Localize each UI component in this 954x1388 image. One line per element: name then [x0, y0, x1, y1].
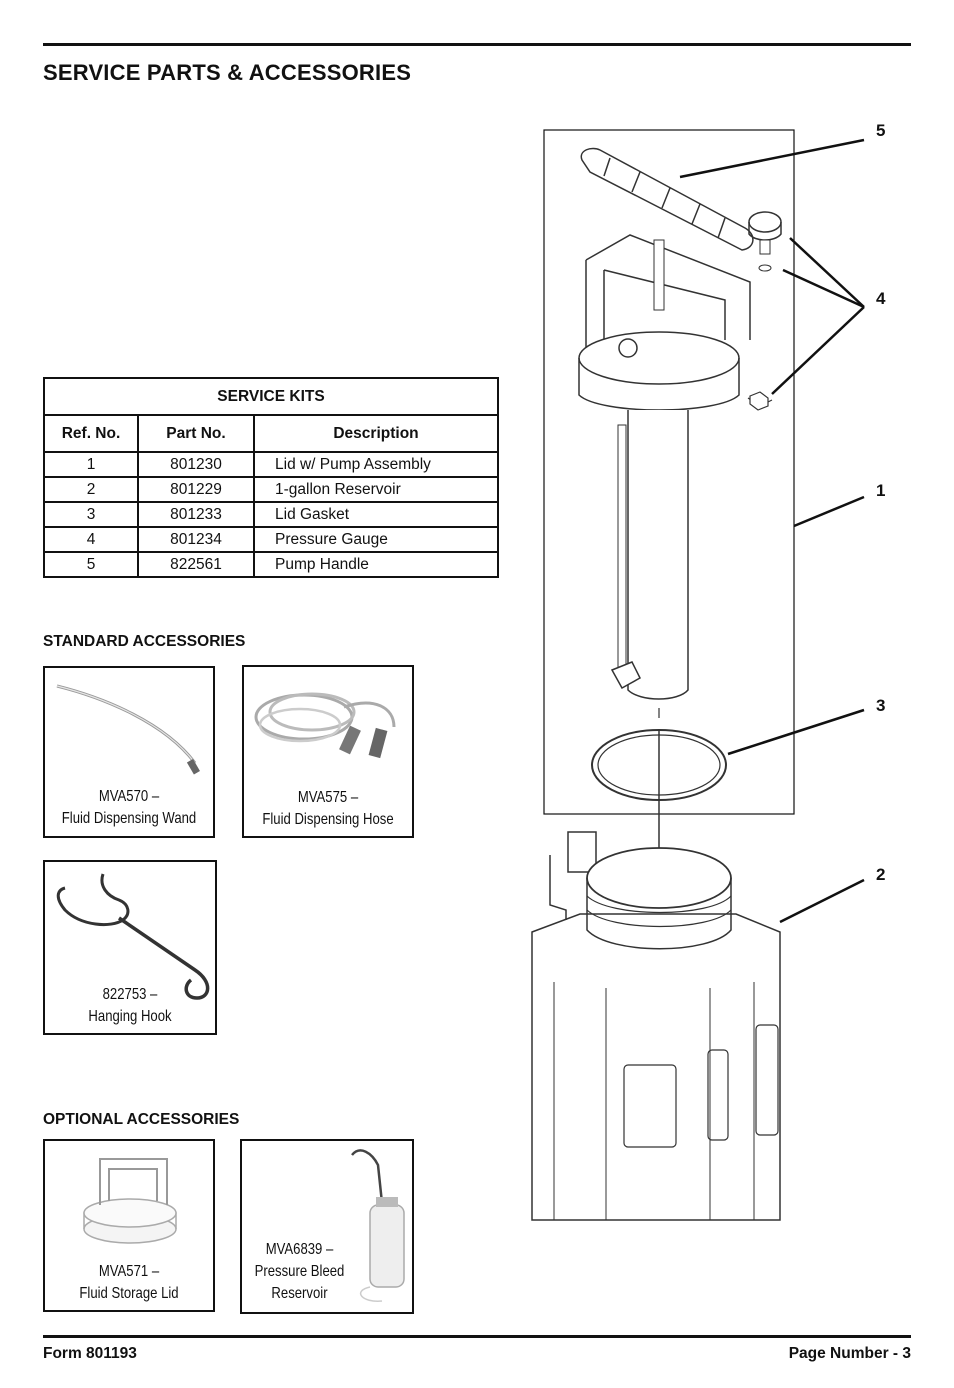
callout-1: 1 [876, 481, 886, 500]
cell-part: 801233 [137, 501, 255, 528]
accessory-card-wand: MVA570 – Fluid Dispensing Wand [43, 666, 215, 838]
cell-part: 801234 [137, 526, 255, 553]
callout-5: 5 [876, 121, 886, 140]
optional-accessories-label: OPTIONAL ACCESSORIES [43, 1111, 240, 1128]
reservoir-drawing [586, 847, 732, 909]
cell-description: Pump Handle [253, 551, 499, 578]
page-number: Page Number - 3 [788, 1345, 911, 1362]
accessory-caption-line1: MVA6839 – [265, 1241, 334, 1258]
cell-part: 822561 [137, 551, 255, 578]
exploded-parts-diagram [531, 129, 865, 1221]
lid-drawing [578, 331, 740, 385]
cell-part: 801229 [137, 476, 255, 503]
service-kits-table: SERVICE KITS Ref. No. Part No. Descripti… [43, 377, 499, 578]
accessory-card-bleed-reservoir: MVA6839 – Pressure Bleed Reservoir [240, 1139, 414, 1314]
column-header-part: Part No. [137, 414, 255, 453]
pump-handle-drawing [580, 147, 754, 251]
hanging-hook-image [56, 873, 210, 1000]
column-header-description: Description [253, 414, 499, 453]
cell-ref: 1 [43, 451, 139, 478]
accessory-card-hose: MVA575 – Fluid Dispensing Hose [242, 665, 414, 838]
pressure-gauge-drawing [748, 211, 782, 233]
table-row: 4 801234 Pressure Gauge [43, 526, 499, 553]
cell-description: Lid w/ Pump Assembly [253, 451, 499, 478]
accessory-caption-line2: Hanging Hook [88, 1008, 172, 1025]
callout-4: 4 [876, 289, 886, 308]
lid-assembly-frame [543, 129, 795, 815]
accessory-caption-line1: MVA570 – [98, 788, 160, 805]
bleed-reservoir-image [351, 1149, 405, 1302]
table-row: 2 801229 1-gallon Reservoir [43, 476, 499, 503]
accessory-caption-line2: Fluid Dispensing Hose [262, 811, 394, 828]
page-title: SERVICE PARTS & ACCESSORIES [43, 60, 412, 85]
cell-ref: 3 [43, 501, 139, 528]
accessory-caption-line3: Reservoir [271, 1285, 328, 1302]
cell-description: Pressure Gauge [253, 526, 499, 553]
storage-lid-image [83, 1158, 177, 1244]
table-row: 3 801233 Lid Gasket [43, 501, 499, 528]
callout-2: 2 [876, 865, 886, 884]
cell-ref: 4 [43, 526, 139, 553]
accessory-caption-line1: MVA575 – [297, 789, 359, 806]
callout-3: 3 [876, 696, 886, 715]
column-header-ref: Ref. No. [43, 414, 139, 453]
dispensing-wand-image [56, 684, 200, 775]
accessory-caption-line2: Pressure Bleed [254, 1263, 345, 1280]
table-title: SERVICE KITS [43, 377, 499, 416]
bottom-rule [43, 1335, 911, 1338]
cell-ref: 2 [43, 476, 139, 503]
dispensing-hose-image [254, 692, 396, 759]
form-number: Form 801193 [43, 1345, 137, 1362]
cell-description: 1-gallon Reservoir [253, 476, 499, 503]
accessory-caption-line1: MVA571 – [98, 1263, 160, 1280]
standard-accessories-label: STANDARD ACCESSORIES [43, 633, 246, 650]
accessory-card-storage-lid: MVA571 – Fluid Storage Lid [43, 1139, 215, 1312]
table-row: 1 801230 Lid w/ Pump Assembly [43, 451, 499, 478]
bleed-reservoir-caption: MVA6839 – Pressure Bleed Reservoir [242, 1239, 357, 1305]
cell-ref: 5 [43, 551, 139, 578]
accessory-card-hook: 822753 – Hanging Hook [43, 860, 217, 1035]
table-row: 5 822561 Pump Handle [43, 551, 499, 578]
cell-part: 801230 [137, 451, 255, 478]
cell-description: Lid Gasket [253, 501, 499, 528]
top-rule [43, 43, 911, 46]
accessory-caption-line1: 822753 – [102, 986, 158, 1003]
accessory-caption-line2: Fluid Dispensing Wand [61, 810, 197, 827]
accessory-caption-line2: Fluid Storage Lid [79, 1285, 179, 1302]
